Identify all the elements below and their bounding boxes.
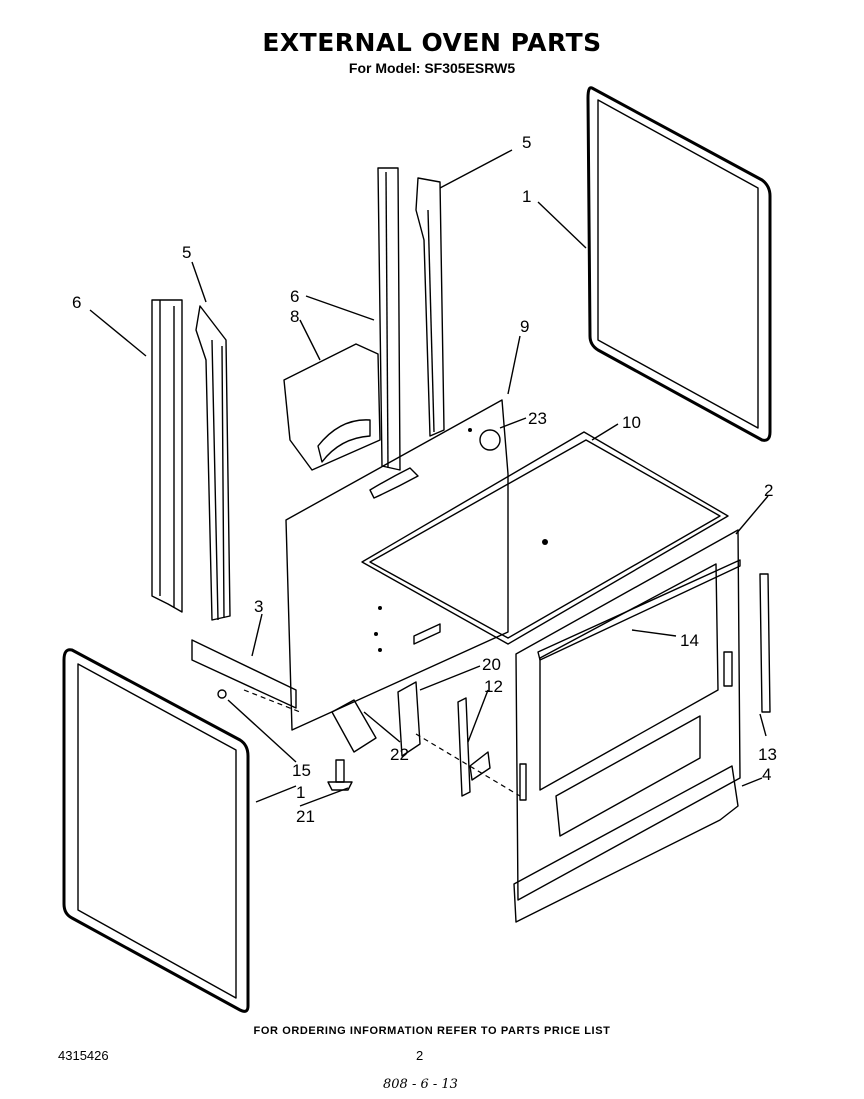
callout-1-top: 1 — [522, 187, 531, 206]
kick-plate — [513, 765, 739, 923]
callout-4: 4 — [762, 765, 771, 784]
page-title: EXTERNAL OVEN PARTS — [262, 28, 602, 57]
assembly-line — [243, 689, 301, 713]
rear-bracket — [283, 343, 381, 471]
callout-15: 15 — [292, 761, 311, 780]
callout-1-bottom: 1 — [296, 783, 305, 802]
callout-6-center: 6 — [290, 287, 299, 306]
leader-lines — [89, 149, 769, 807]
side-panel-left — [62, 648, 250, 1013]
callout-23: 23 — [528, 409, 547, 428]
front-rail — [537, 559, 741, 661]
trim-strip — [759, 573, 771, 713]
callout-12: 12 — [484, 677, 503, 696]
model-subtitle: For Model: SF305ESRW5 — [348, 60, 516, 76]
callout-9: 9 — [520, 317, 529, 336]
callout-22: 22 — [390, 745, 409, 764]
callout-20: 20 — [482, 655, 501, 674]
side-panel-right — [586, 86, 772, 442]
callout-8: 8 — [290, 307, 299, 326]
front-frame — [515, 529, 741, 901]
callout-21: 21 — [296, 807, 315, 826]
side-rail-center — [377, 167, 445, 471]
assembly-line — [415, 733, 521, 797]
handwritten-code: 808 - 6 - 13 — [383, 1077, 458, 1092]
base-bracket — [331, 699, 377, 753]
callout-5-left: 5 — [182, 243, 191, 262]
callout-6-left: 6 — [72, 293, 81, 312]
document-number: 4315426 — [58, 1048, 109, 1063]
callout-10: 10 — [622, 413, 641, 432]
bottom-rail — [191, 639, 297, 709]
spacer — [217, 689, 227, 699]
callout-14: 14 — [680, 631, 699, 650]
callout-2: 2 — [764, 481, 773, 500]
ordering-info-note: FOR ORDERING INFORMATION REFER TO PARTS … — [253, 1025, 611, 1037]
top-panel — [361, 431, 729, 645]
callout-13: 13 — [758, 745, 777, 764]
callout-3: 3 — [254, 597, 263, 616]
callout-5-top: 5 — [522, 133, 531, 152]
hinge-brackets — [397, 681, 491, 797]
back-panel — [285, 399, 509, 731]
side-rail-left — [151, 299, 231, 621]
leveling-leg — [327, 759, 353, 791]
page-number: 2 — [416, 1048, 424, 1063]
